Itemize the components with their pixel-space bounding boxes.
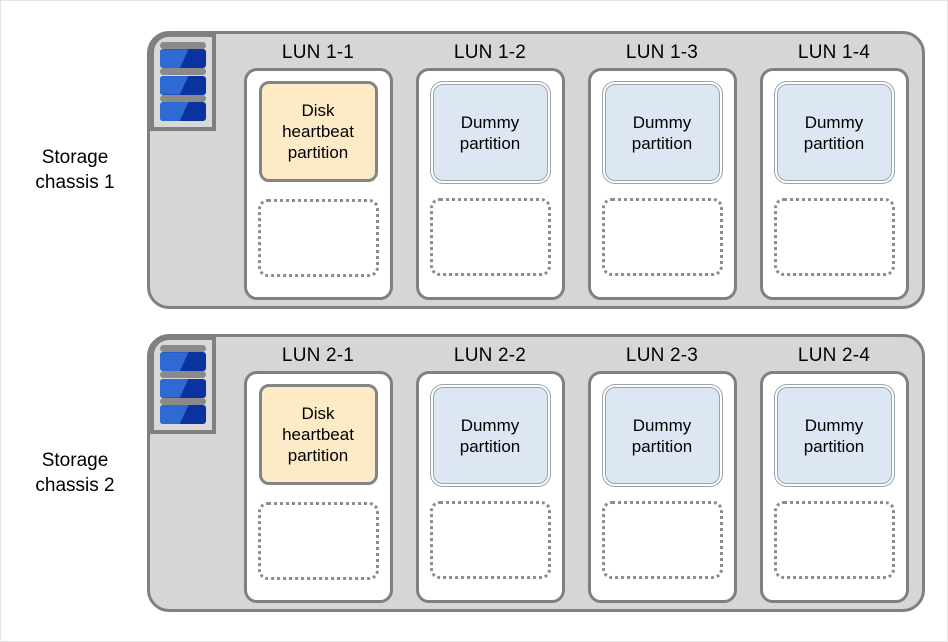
lun-card[interactable]: Disk heartbeat partition (243, 68, 393, 300)
empty-partition-slot[interactable] (601, 198, 723, 276)
drive-bay-icon (160, 101, 206, 121)
drive-bay-icon (160, 49, 206, 69)
bezel-bar-icon (160, 94, 206, 102)
drive-bay-icon (160, 404, 206, 424)
drive-bay-icon (160, 378, 206, 398)
lun-label: LUN 1-2 (453, 42, 527, 63)
bezel-bar-icon (160, 371, 206, 379)
lun-card[interactable]: Disk heartbeat partition (243, 371, 393, 603)
dummy-partition[interactable]: Dummy partition (604, 387, 720, 484)
drive-bay-icon (160, 75, 206, 95)
bezel-bar-icon (160, 68, 206, 76)
lun-column-2-2: LUN 2-2 Dummy partition (404, 341, 576, 611)
chassis-panel-2: LUN 2-1 Disk heartbeat partition LUN 2-2… (147, 334, 925, 612)
lun-card[interactable]: Dummy partition (587, 371, 737, 603)
lun-label: LUN 1-4 (797, 42, 871, 63)
lun-label: LUN 2-3 (625, 345, 699, 366)
bezel-bar-icon (160, 345, 206, 352)
lun-card[interactable]: Dummy partition (759, 371, 909, 603)
lun-label: LUN 2-2 (453, 345, 527, 366)
dummy-partition[interactable]: Dummy partition (776, 84, 892, 181)
lun-column-1-1: LUN 1-1 Disk heartbeat partition (232, 38, 404, 308)
storage-array-icon (150, 33, 216, 131)
empty-partition-slot[interactable] (773, 198, 895, 276)
dummy-partition[interactable]: Dummy partition (432, 387, 548, 484)
lun-card[interactable]: Dummy partition (759, 68, 909, 300)
lun-column-2-1: LUN 2-1 Disk heartbeat partition (232, 341, 404, 611)
storage-array-icon (150, 336, 216, 434)
chassis-panel-1: LUN 1-1 Disk heartbeat partition LUN 1-2… (147, 31, 925, 309)
lun-label: LUN 1-3 (625, 42, 699, 63)
empty-partition-slot[interactable] (773, 501, 895, 579)
storage-chassis-row-2: Storage chassis 2 LUN 2-1 Disk heartbeat… (1, 334, 948, 612)
empty-partition-slot[interactable] (257, 199, 379, 277)
lun-card[interactable]: Dummy partition (415, 371, 565, 603)
lun-column-2-4: LUN 2-4 Dummy partition (748, 341, 920, 611)
lun-card[interactable]: Dummy partition (587, 68, 737, 300)
empty-partition-slot[interactable] (429, 198, 551, 276)
lun-column-1-2: LUN 1-2 Dummy partition (404, 38, 576, 308)
chassis-caption-2: Storage chassis 2 (35, 450, 115, 496)
storage-chassis-row-1: Storage chassis 1 LUN 1-1 Disk heartbeat… (1, 31, 948, 309)
bezel-bar-icon (160, 42, 206, 49)
bezel-bar-icon (160, 397, 206, 405)
dummy-partition[interactable]: Dummy partition (776, 387, 892, 484)
drive-bay-icon (160, 352, 206, 372)
lun-label: LUN 2-1 (281, 345, 355, 366)
lun-card[interactable]: Dummy partition (415, 68, 565, 300)
lun-column-1-3: LUN 1-3 Dummy partition (576, 38, 748, 308)
lun-grid-2: LUN 2-1 Disk heartbeat partition LUN 2-2… (232, 341, 922, 611)
lun-column-2-3: LUN 2-3 Dummy partition (576, 341, 748, 611)
disk-heartbeat-partition[interactable]: Disk heartbeat partition (258, 81, 378, 182)
lun-grid-1: LUN 1-1 Disk heartbeat partition LUN 1-2… (232, 38, 922, 308)
lun-label: LUN 2-4 (797, 345, 871, 366)
empty-partition-slot[interactable] (601, 501, 723, 579)
dummy-partition[interactable]: Dummy partition (604, 84, 720, 181)
lun-label: LUN 1-1 (281, 42, 355, 63)
dummy-partition[interactable]: Dummy partition (432, 84, 548, 181)
empty-partition-slot[interactable] (429, 501, 551, 579)
lun-column-1-4: LUN 1-4 Dummy partition (748, 38, 920, 308)
disk-heartbeat-partition[interactable]: Disk heartbeat partition (258, 384, 378, 485)
empty-partition-slot[interactable] (257, 502, 379, 580)
chassis-caption-1: Storage chassis 1 (35, 147, 115, 193)
